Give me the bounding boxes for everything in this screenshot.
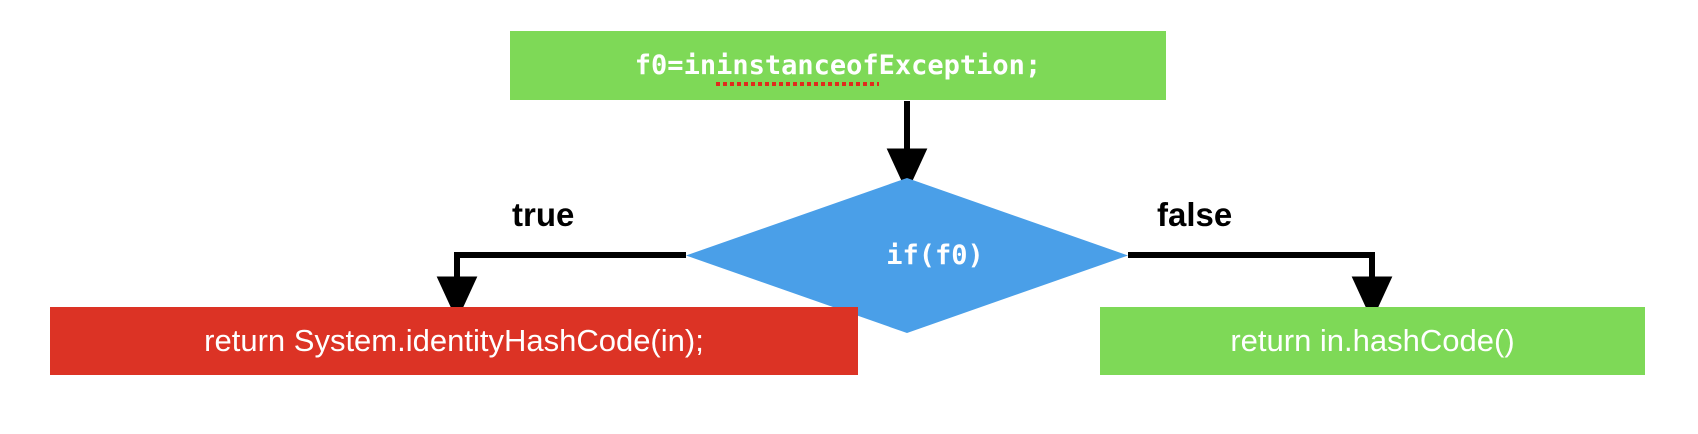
decision-text: if(f0) [886, 240, 984, 271]
statement-text-misspelled-word: instanceof [716, 50, 879, 86]
edge-decision-to-true-branch [436, 252, 686, 321]
edge-label-false: false [1157, 196, 1233, 233]
statement-text-suffix: Exception; [878, 50, 1042, 81]
statement-text-prefix: f0=in [634, 50, 717, 81]
node-statement[interactable]: f0=in instanceof Exception; [510, 31, 1166, 100]
node-true-branch[interactable]: return System.identityHashCode(in); [50, 307, 858, 375]
node-false-branch[interactable]: return in.hashCode() [1100, 307, 1645, 375]
edge-label-true: true [512, 196, 575, 233]
edge-decision-to-false-branch [1128, 252, 1393, 321]
false-branch-text: return in.hashCode() [1230, 323, 1515, 358]
true-branch-text: return System.identityHashCode(in); [204, 323, 704, 358]
